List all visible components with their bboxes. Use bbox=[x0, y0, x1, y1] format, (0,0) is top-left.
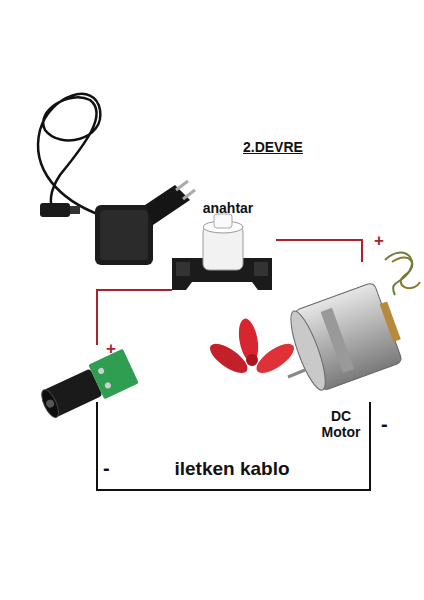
switch-part: anahtar bbox=[180, 196, 276, 292]
polarity-mark: + bbox=[106, 340, 116, 357]
polarity-mark: + bbox=[374, 232, 384, 249]
push-switch bbox=[172, 214, 272, 290]
motor-part: DC Motor bbox=[300, 262, 412, 447]
dc-jack bbox=[37, 349, 139, 424]
part-label: anahtar bbox=[180, 200, 276, 216]
power-adapter bbox=[95, 181, 195, 265]
polarity-mark: - bbox=[381, 414, 388, 434]
wire-caption: iletken kablo bbox=[174, 459, 289, 478]
barrel-plug bbox=[40, 203, 80, 217]
positive-wire bbox=[276, 240, 362, 262]
dc-motor bbox=[284, 253, 420, 395]
adapter-cable bbox=[38, 94, 100, 215]
negative-wire bbox=[97, 402, 370, 490]
positive-wire bbox=[97, 290, 172, 345]
propeller bbox=[206, 317, 299, 378]
circuit-title: 2.DEVRE bbox=[243, 140, 303, 154]
part-label: DC Motor bbox=[316, 408, 366, 440]
polarity-mark: - bbox=[103, 458, 110, 478]
